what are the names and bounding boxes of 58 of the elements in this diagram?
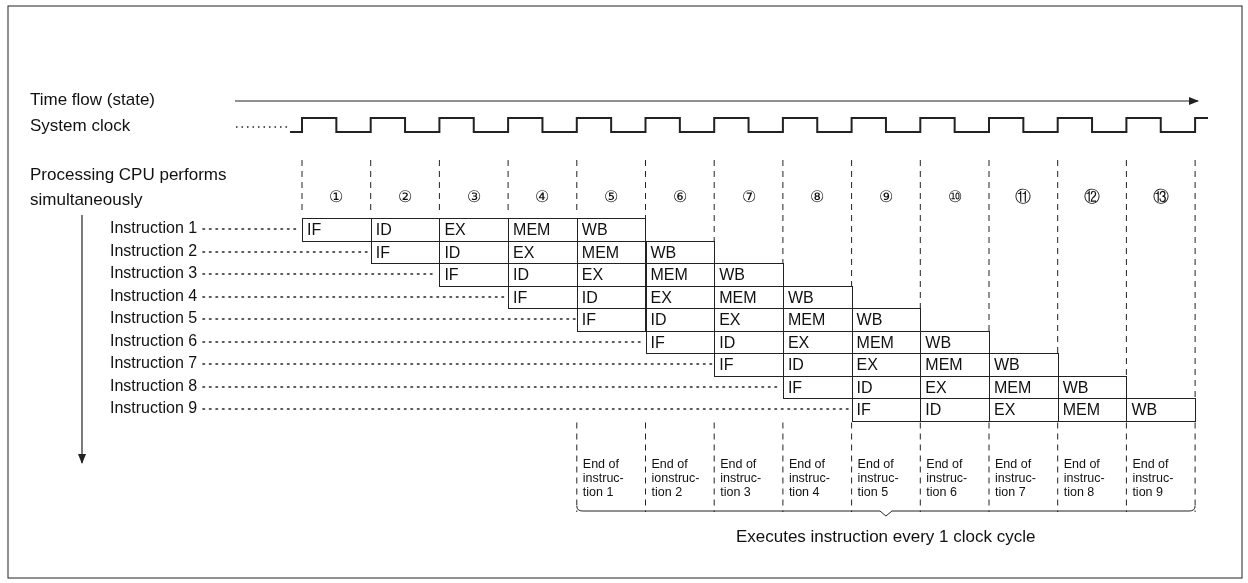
pipeline-stage-box: WB xyxy=(782,285,853,309)
pipeline-stage-box: WB xyxy=(645,240,716,264)
dotted-leader-line xyxy=(202,296,507,298)
cycle-number: ④ xyxy=(534,188,551,207)
dotted-leader-line xyxy=(202,363,713,365)
end-of-instruction-note: End of instruc- tion 4 xyxy=(788,458,831,500)
pipeline-stage-box: WB xyxy=(714,263,784,287)
pipeline-stage-box: IF xyxy=(576,308,647,332)
pipeline-stage-box: IF xyxy=(302,218,372,242)
caption-text: Executes instruction every 1 clock cycle xyxy=(735,527,1036,547)
instruction-label: Instruction 8 xyxy=(110,376,198,395)
pipeline-stage-box: IF xyxy=(370,240,441,264)
axis-label: Time flow (state) xyxy=(30,90,155,110)
cycle-number: ⑫ xyxy=(1083,188,1102,207)
cycle-number: ⑦ xyxy=(740,188,757,207)
pipeline-stage-box: IF xyxy=(645,330,716,354)
end-of-instruction-note: End of instruc- tion 1 xyxy=(582,458,625,500)
signal-label: System clock xyxy=(30,116,131,136)
pipeline-stage-box: IF xyxy=(782,375,853,399)
instruction-label: Instruction 4 xyxy=(110,286,198,305)
end-of-instruction-note: End of instruc- tion 6 xyxy=(926,458,969,500)
pipeline-stage-box: IF xyxy=(851,398,922,422)
instruction-label: Instruction 3 xyxy=(110,264,198,283)
cycle-number: ⑤ xyxy=(603,188,620,207)
end-of-instruction-note: End of instruc- tion 9 xyxy=(1132,458,1175,500)
pipeline-stage-box: IF xyxy=(439,263,510,287)
cycle-number: ⑨ xyxy=(877,188,894,207)
pipeline-stage-box: IF xyxy=(714,353,784,377)
pipeline-stage-box: WB xyxy=(1126,398,1197,422)
pipeline-stage-box: WB xyxy=(920,330,990,354)
pipeline-stage-box: WB xyxy=(851,308,922,332)
pipeline-stage-box: WB xyxy=(989,353,1059,377)
end-of-instruction-note: End of instruc- tion 3 xyxy=(720,458,763,500)
instruction-label: Instruction 7 xyxy=(110,354,198,373)
cycle-number: ⑪ xyxy=(1014,188,1033,207)
end-of-instruction-note: End of instruc- tion 5 xyxy=(857,458,900,500)
instruction-label: Instruction 6 xyxy=(110,331,198,350)
dotted-leader-line xyxy=(202,408,851,410)
end-of-instruction-note: End of instruc- tion 8 xyxy=(1063,458,1106,500)
cycle-number: ⑩ xyxy=(946,188,963,207)
cycle-number: ③ xyxy=(465,188,482,207)
end-of-instruction-note: End of ionstruc- tion 2 xyxy=(651,458,701,500)
cycle-number: ⑧ xyxy=(809,188,826,207)
cycle-number: ⑬ xyxy=(1151,188,1170,207)
cycle-number: ⑥ xyxy=(671,188,688,207)
instruction-label: Instruction 9 xyxy=(110,399,198,418)
cycle-number: ① xyxy=(328,188,345,207)
instruction-label: Instruction 1 xyxy=(110,219,198,238)
pipeline-stage-box: IF xyxy=(508,285,578,309)
dotted-leader-line xyxy=(202,251,370,253)
axis-label: Processing CPU performs simultaneously xyxy=(30,164,228,211)
end-of-instruction-note: End of instruc- tion 7 xyxy=(995,458,1037,500)
dotted-leader-line xyxy=(202,318,576,320)
instruction-label: Instruction 5 xyxy=(110,309,198,328)
pipeline-stage-box: WB xyxy=(576,218,647,242)
pipeline-stage-box: WB xyxy=(1057,375,1128,399)
instruction-label: Instruction 2 xyxy=(110,241,198,260)
cycle-number: ② xyxy=(397,188,414,207)
